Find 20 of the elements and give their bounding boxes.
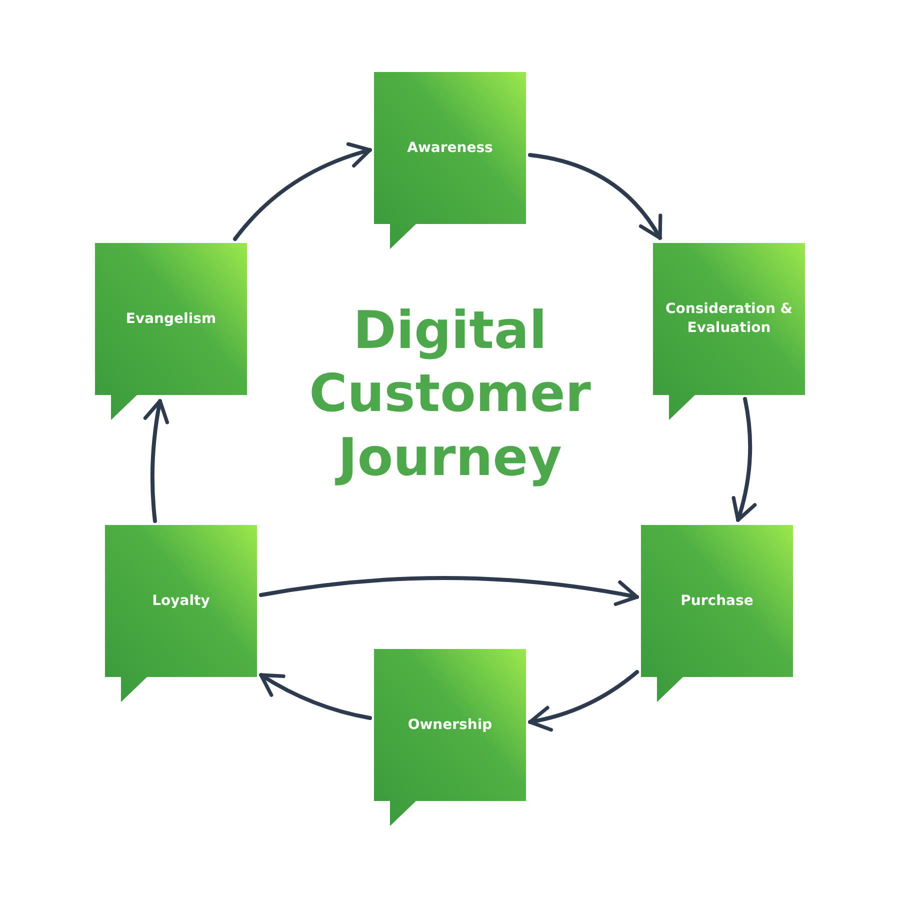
arrow (233, 142, 372, 241)
arrow (731, 397, 756, 522)
speech-bubble (95, 243, 247, 421)
arrow (144, 399, 170, 523)
diagram-title: Digital Customer Journey (308, 300, 592, 490)
speech-bubble (653, 243, 805, 421)
speech-bubble (374, 72, 526, 250)
speech-bubble (105, 525, 257, 703)
arrow (259, 673, 372, 720)
node-label: Awareness (406, 138, 494, 158)
node-label: Loyalty (151, 592, 211, 610)
node-label: Purchase (680, 592, 754, 610)
speech-bubble (374, 649, 526, 827)
arrow (259, 576, 639, 606)
node-label: Evangelism (124, 310, 218, 328)
node-label: Ownership (406, 716, 494, 734)
arrow (528, 670, 639, 732)
node-label: Consideration & Evaluation (664, 300, 794, 338)
arrow (528, 153, 662, 240)
speech-bubble (641, 525, 793, 703)
